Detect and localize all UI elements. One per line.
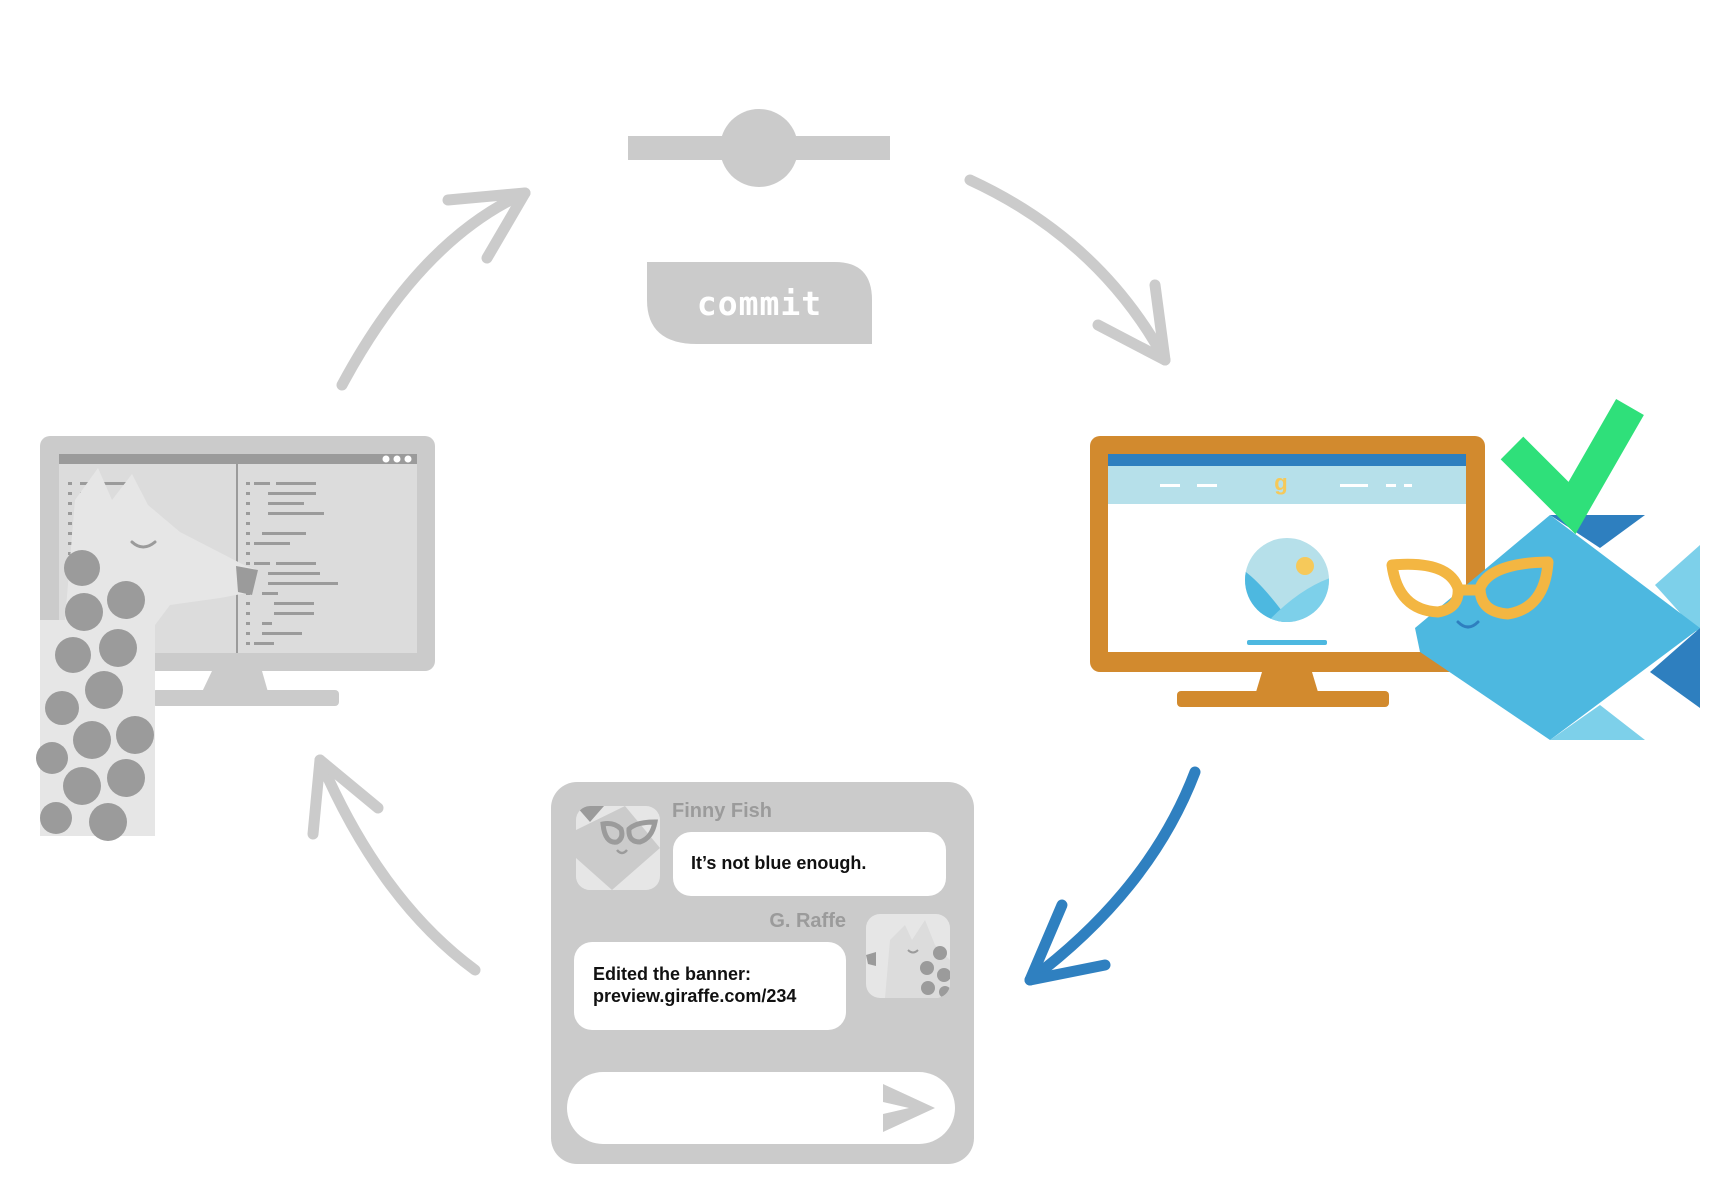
arrow-code-to-commit: [336, 187, 531, 391]
chat-message-text: Edited the banner:: [593, 964, 752, 984]
chat-message-text: It’s not blue enough.: [691, 853, 867, 873]
glasses-icon: [1386, 556, 1554, 620]
commit-node-icon: [628, 109, 890, 187]
fish-avatar-icon: [576, 806, 660, 890]
site-logo: g: [1274, 470, 1288, 495]
chat-message-bubble: It’s not blue enough.: [673, 832, 946, 896]
commit-tag-shape: [647, 262, 872, 344]
giraffe-avatar-icon: [866, 914, 950, 998]
chat-message-link[interactable]: preview.giraffe.com/234: [593, 986, 797, 1006]
send-button[interactable]: [879, 1082, 937, 1134]
arrow-commit-to-preview: [964, 174, 1171, 366]
checkmark-icon: [1500, 399, 1644, 535]
chat-sender-name: Finny Fish: [672, 800, 772, 822]
chat-message-bubble: Edited the banner: preview.giraffe.com/2…: [574, 942, 846, 1030]
send-arrow-icon: [883, 1084, 935, 1132]
arrow-chat-to-code: [307, 754, 481, 976]
commit-label: commit: [696, 283, 823, 323]
preview-site-monitor: [1090, 436, 1485, 707]
giraffe-character-icon: [36, 468, 258, 841]
arrow-preview-to-chat[interactable]: [1024, 766, 1201, 986]
chat-message-input[interactable]: [567, 1072, 955, 1144]
chat-sender-name: G. Raffe: [769, 910, 846, 932]
